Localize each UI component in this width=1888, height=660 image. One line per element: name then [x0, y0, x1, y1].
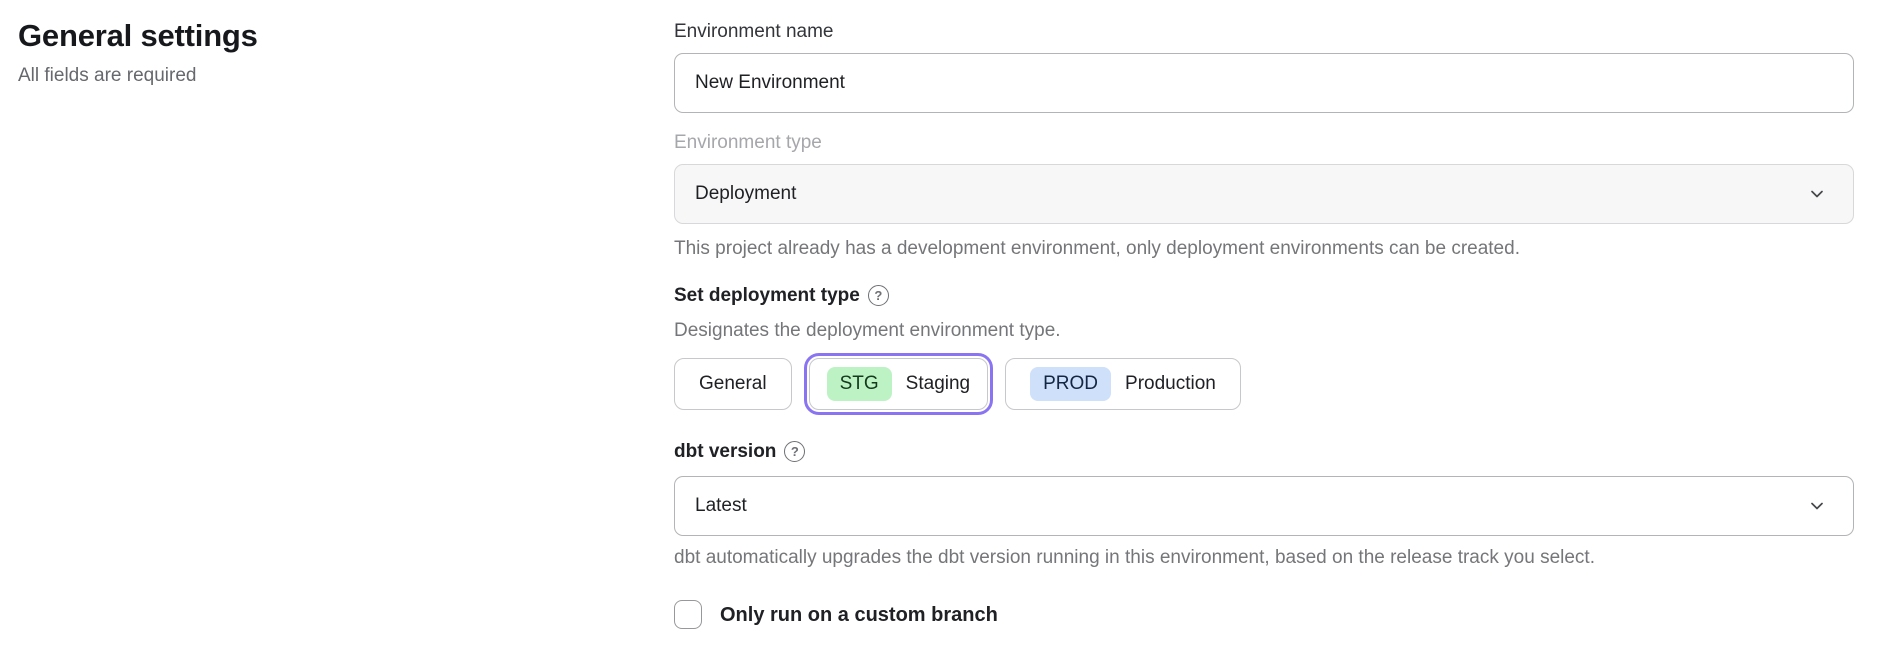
dbt-version-section: dbt version ?: [674, 440, 1854, 463]
chevron-down-icon: [1807, 496, 1827, 516]
custom-branch-checkbox[interactable]: [674, 600, 702, 629]
environment-type-helper: This project already has a development e…: [674, 238, 1520, 259]
settings-intro: General settings All fields are required: [18, 16, 578, 88]
dbt-version-label: dbt version: [674, 441, 777, 462]
help-icon[interactable]: ?: [784, 441, 806, 462]
deployment-type-description: Designates the deployment environment ty…: [674, 320, 1061, 341]
deployment-type-general-button[interactable]: General: [674, 358, 792, 410]
environment-type-value: Deployment: [695, 183, 797, 204]
environment-name-input[interactable]: [674, 53, 1854, 113]
production-badge: PROD: [1030, 367, 1112, 401]
dbt-version-helper: dbt automatically upgrades the dbt versi…: [674, 547, 1595, 568]
staging-badge: STG: [826, 367, 892, 401]
deployment-type-staging-button[interactable]: STG Staging: [803, 353, 994, 415]
chevron-down-icon: [1807, 184, 1827, 204]
deployment-type-label: Set deployment type: [674, 285, 860, 306]
environment-name-label: Environment name: [674, 21, 834, 42]
custom-branch-row: Only run on a custom branch: [674, 600, 1854, 629]
deployment-type-production-button[interactable]: PROD Production: [1005, 358, 1241, 410]
dbt-version-select[interactable]: Latest: [674, 476, 1854, 536]
environment-type-label: Environment type: [674, 132, 822, 153]
deployment-type-section: Set deployment type ?: [674, 284, 1854, 307]
help-icon[interactable]: ?: [867, 285, 889, 306]
page-subtitle: All fields are required: [18, 65, 197, 86]
custom-branch-label: Only run on a custom branch: [720, 603, 998, 626]
environment-form: Environment name Environment type Deploy…: [674, 0, 1854, 660]
production-option-label: Production: [1125, 373, 1216, 394]
page-title: General settings: [18, 18, 258, 53]
general-option-label: General: [699, 373, 767, 394]
dbt-version-value: Latest: [695, 495, 747, 516]
deployment-type-options: General STG Staging PROD Production: [674, 353, 1854, 415]
staging-option-label: Staging: [905, 373, 971, 394]
environment-type-select: Deployment: [674, 164, 1854, 224]
